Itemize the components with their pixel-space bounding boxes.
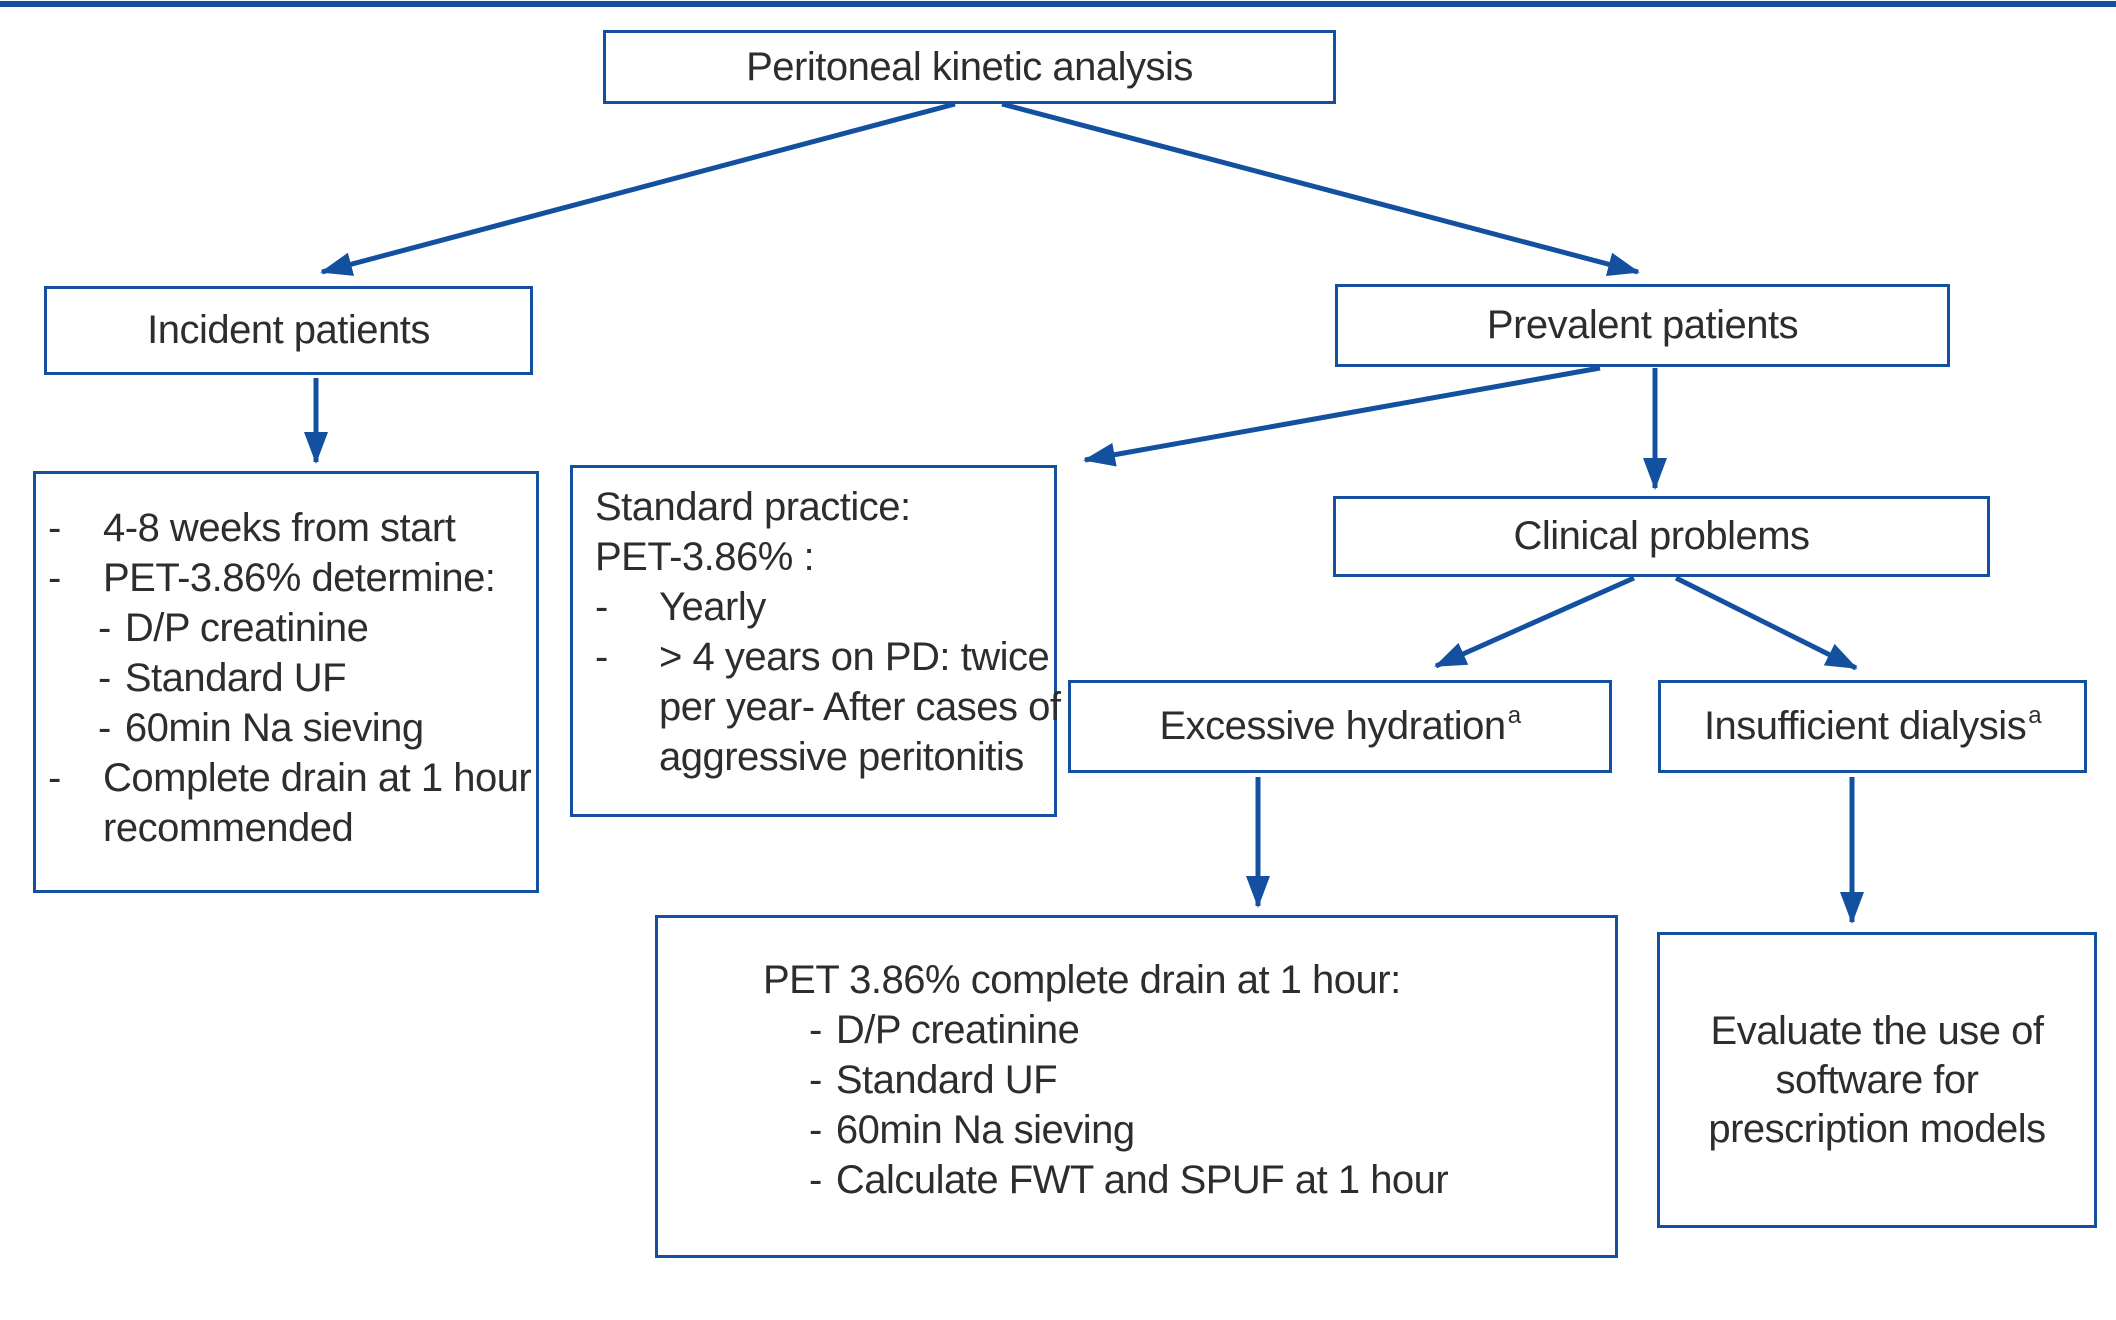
evaluate-line: software for xyxy=(1775,1057,1979,1102)
list-subitem: - D/P creatinine xyxy=(809,1008,1080,1052)
list-item: - > 4 years on PD: twice xyxy=(595,635,1050,679)
insufficient-dialysis-label: Insufficient dialysisa xyxy=(1703,702,2042,749)
arrow-root-to-incident xyxy=(320,101,956,276)
footnote-marker-a: a xyxy=(2028,702,2042,729)
prevalent-patients-label: Prevalent patients xyxy=(1486,303,1799,347)
list-item: - Yearly xyxy=(595,585,766,629)
list-subitem: - D/P creatinine xyxy=(98,606,369,650)
list-item: PET 3.86% complete drain at 1 hour: xyxy=(763,958,1401,1002)
list-item-continuation: recommended xyxy=(103,806,354,850)
root-box-peritoneal-kinetic-analysis: Peritoneal kinetic analysis xyxy=(603,30,1336,104)
list-subitem: - Calculate FWT and SPUF at 1 hour xyxy=(809,1158,1449,1202)
list-subitem: - 60min Na sieving xyxy=(98,706,424,750)
list-item: PET-3.86% : xyxy=(595,535,815,579)
excessive-hydration-label: Excessive hydrationa xyxy=(1159,702,1521,749)
list-subitem: - Standard UF xyxy=(98,656,347,700)
prevalent-patients-box: Prevalent patients xyxy=(1335,284,1950,367)
list-item: - 4-8 weeks from start xyxy=(48,506,456,550)
list-item-continuation: per year- After cases of xyxy=(659,685,1061,729)
list-subitem: - 60min Na sieving xyxy=(809,1108,1135,1152)
list-item: - PET-3.86% determine: xyxy=(48,556,496,600)
list-item: Standard practice: xyxy=(595,485,911,529)
incident-patients-box: Incident patients xyxy=(44,286,533,375)
root-box-label: Peritoneal kinetic analysis xyxy=(746,44,1193,89)
arrow-root-to-prevalent xyxy=(1001,101,1640,276)
evaluate-software-box: Evaluate the use of software for prescri… xyxy=(1657,932,2097,1228)
list-subitem: - Standard UF xyxy=(809,1058,1058,1102)
evaluate-line: Evaluate the use of xyxy=(1710,1008,2044,1053)
evaluate-line: prescription models xyxy=(1708,1106,2046,1151)
incident-patients-label: Incident patients xyxy=(147,308,430,352)
excessive-hydration-box: Excessive hydrationa xyxy=(1068,680,1612,773)
list-item-continuation: aggressive peritonitis xyxy=(659,735,1024,779)
insufficient-dialysis-box: Insufficient dialysisa xyxy=(1658,680,2087,773)
arrow-prevalent-to-standard xyxy=(1083,365,1601,467)
clinical-problems-box: Clinical problems xyxy=(1333,496,1990,577)
footnote-marker-a: a xyxy=(1507,702,1521,729)
standard-practice-box: Standard practice: PET-3.86% : - Yearly … xyxy=(570,465,1061,817)
pet-complete-drain-box: PET 3.86% complete drain at 1 hour: - D/… xyxy=(655,915,1618,1258)
incident-detail-box: - 4-8 weeks from start - PET-3.86% deter… xyxy=(33,471,539,893)
top-border-rule xyxy=(0,1,2116,7)
list-item: - Complete drain at 1 hour xyxy=(48,756,532,800)
clinical-problems-label: Clinical problems xyxy=(1513,514,1810,558)
arrow-clinical-to-insufficient xyxy=(1674,575,1858,671)
arrow-clinical-to-excessive xyxy=(1434,575,1636,669)
